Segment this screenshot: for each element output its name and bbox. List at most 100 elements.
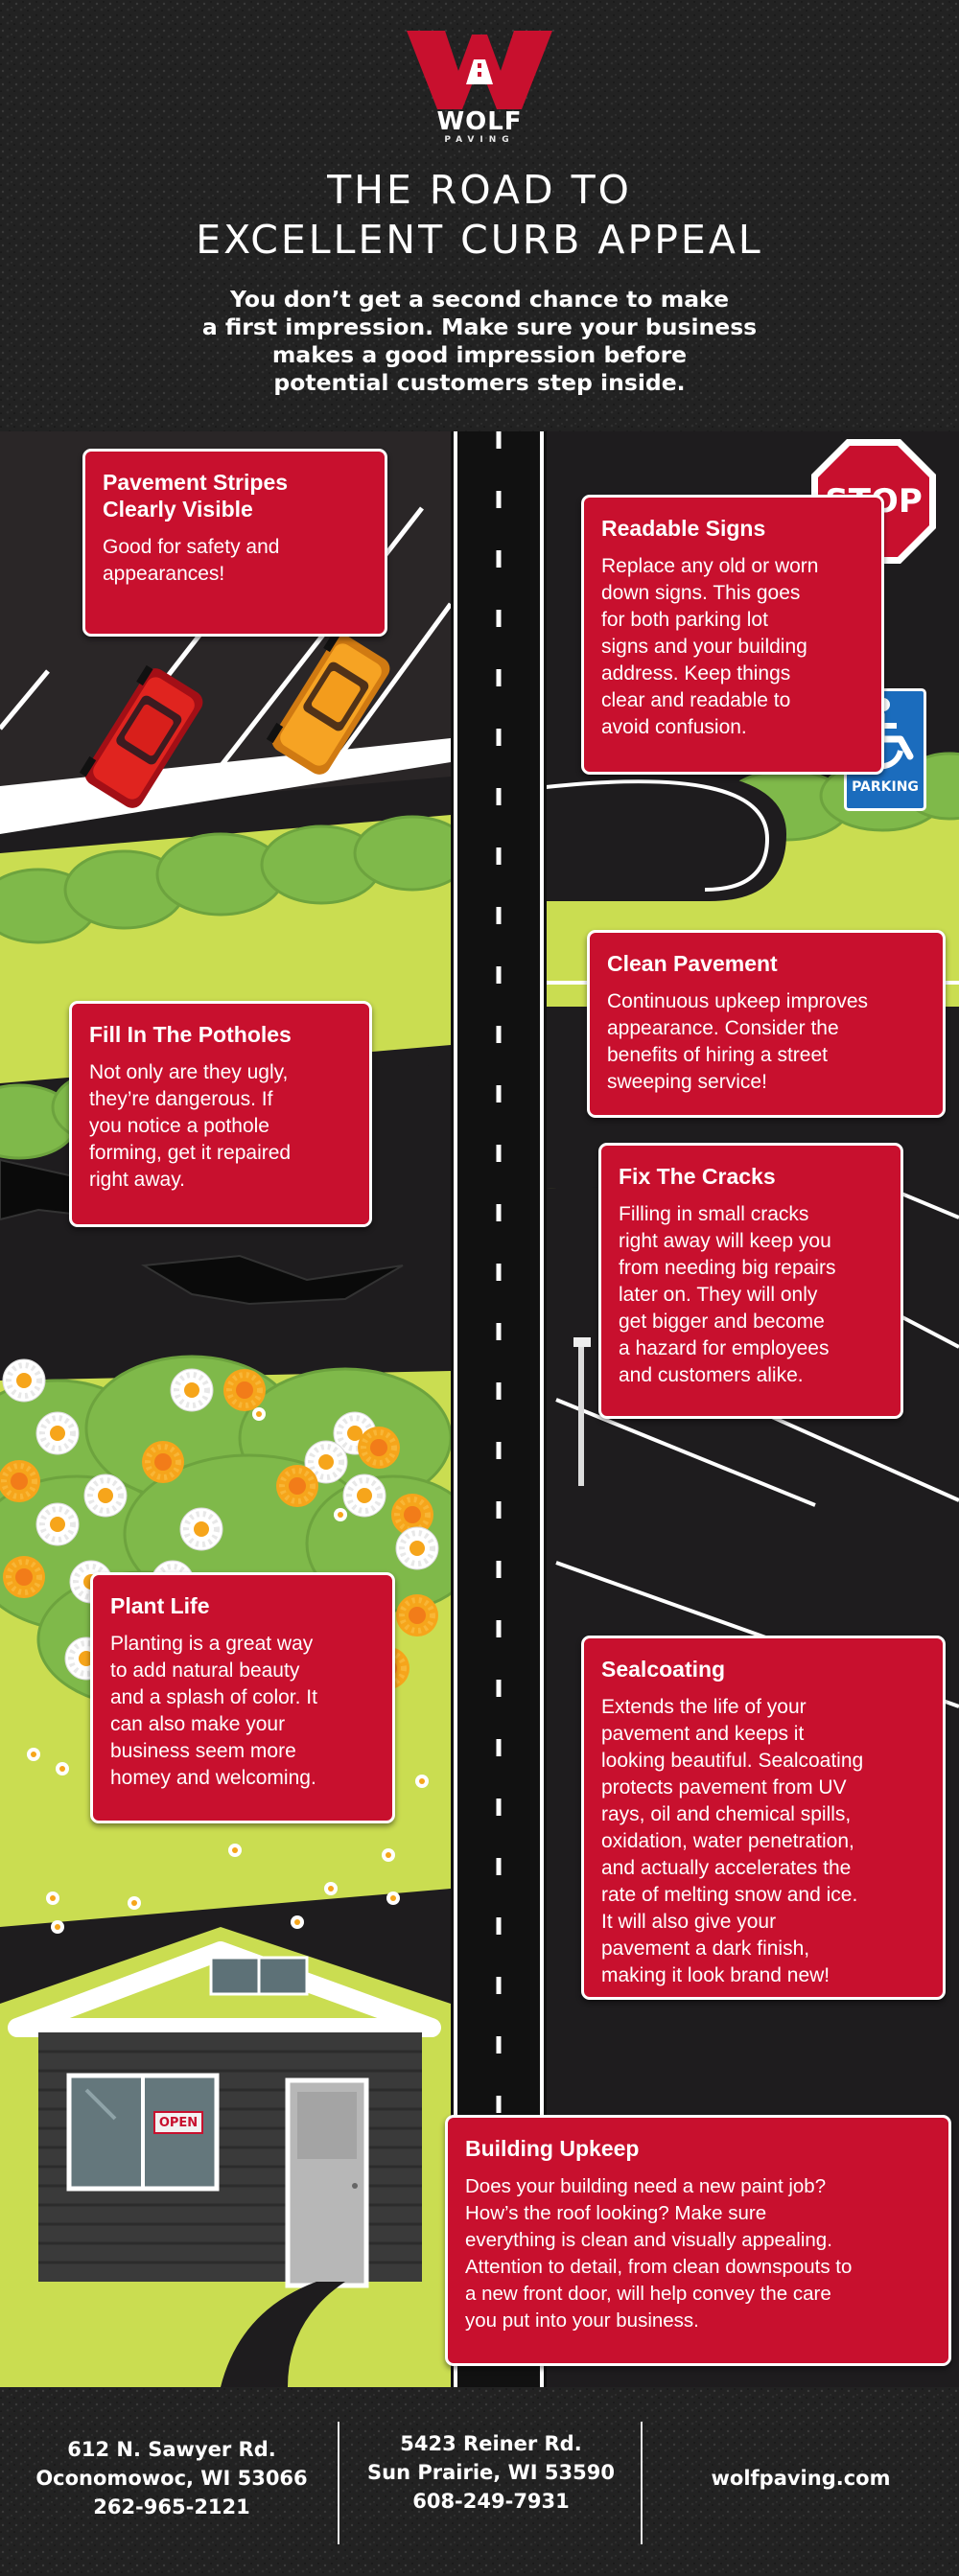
wolf-paving-logo: WOLF PAVING [0, 25, 959, 146]
card-body-line: rate of melting snow and ice. [601, 1884, 858, 1906]
house-roof [8, 1941, 441, 2037]
card-body-line: homey and welcoming. [110, 1767, 316, 1789]
card-body: Planting is a great way to add natural b… [110, 1631, 375, 1792]
office-sun-prairie: 5423 Reiner Rd. Sun Prairie, WI 53590 60… [347, 2429, 635, 2516]
brand-name: WOLF [436, 107, 523, 136]
open-sign: OPEN [153, 2111, 203, 2134]
card-body-line: It will also give your [601, 1911, 777, 1933]
card-title: Plant Life [110, 1593, 210, 1618]
intro-text: You don’t get a second chance to make a … [173, 286, 786, 397]
office-city: Oconomowoc, WI 53066 [35, 2467, 308, 2490]
page-title: THE ROAD TO EXCELLENT CURB APPEAL [0, 165, 959, 265]
title-line: EXCELLENT CURB APPEAL [196, 217, 763, 263]
card-body-line: forming, get it repaired [89, 1142, 292, 1164]
card-body-line: Not only are they ugly, [89, 1061, 289, 1083]
card-body-line: clear and readable to [601, 689, 791, 711]
card-body-line: avoid confusion. [601, 716, 747, 738]
card-body: Extends the life of your pavement and ke… [601, 1694, 925, 1989]
intro-line: You don’t get a second chance to make [229, 286, 730, 313]
card-body-line: Attention to detail, from clean downspou… [465, 2256, 853, 2278]
intro-line: a first impression. Make sure your busin… [201, 313, 758, 340]
card-title: Building Upkeep [465, 2136, 640, 2161]
card-body-line: and a splash of color. It [110, 1686, 317, 1708]
card-title: Clean Pavement [607, 951, 778, 976]
footer-divider [641, 2422, 643, 2544]
card-body-line: they’re dangerous. If [89, 1088, 273, 1110]
footer-divider [338, 2422, 339, 2544]
card-body-line: Does your building need a new paint job? [465, 2175, 827, 2197]
office-street: 5423 Reiner Rd. [400, 2432, 582, 2455]
orange-car [266, 631, 390, 775]
office-phone[interactable]: 262-965-2121 [93, 2495, 250, 2518]
card-title: Pavement Stripes Clearly Visible [103, 469, 367, 522]
card-body-line: can also make your [110, 1713, 286, 1735]
office-oconomowoc: 612 N. Sawyer Rd. Oconomowoc, WI 53066 2… [19, 2435, 324, 2521]
card-body-line: appearance. Consider the [607, 1017, 839, 1039]
card-body-line: Filling in small cracks [619, 1203, 809, 1225]
card-body-line: right away will keep you [619, 1230, 831, 1252]
card-body-line: looking beautiful. Sealcoating [601, 1750, 864, 1772]
card-body: Filling in small cracks right away will … [619, 1201, 883, 1389]
card-readable-signs: Readable Signs Replace any old or worn d… [581, 495, 884, 775]
card-body: Continuous upkeep improves appearance. C… [607, 988, 925, 1096]
card-body-line: sweeping service! [607, 1071, 767, 1093]
card-body-line: pavement and keeps it [601, 1723, 805, 1745]
card-fix-cracks: Fix The Cracks Filling in small cracks r… [598, 1143, 903, 1419]
card-body-line: to add natural beauty [110, 1659, 300, 1682]
card-body-line: a new front door, will help convey the c… [465, 2283, 831, 2305]
card-title: Fix The Cracks [619, 1164, 776, 1189]
card-body-line: protects pavement from UV [601, 1776, 847, 1799]
intro-line: makes a good impression before [271, 341, 688, 368]
card-clean-pavement: Clean Pavement Continuous upkeep improve… [587, 930, 946, 1118]
card-body-line: and actually accelerates the [601, 1857, 852, 1879]
footer-texture [0, 2387, 959, 2576]
footer: 612 N. Sawyer Rd. Oconomowoc, WI 53066 2… [0, 2387, 959, 2576]
card-title-line: Clearly Visible [103, 497, 253, 522]
card-body: Good for safety and appearances! [103, 534, 367, 588]
card-body-line: appearances! [103, 563, 225, 585]
card-body-line: Replace any old or worn [601, 555, 819, 577]
title-line: THE ROAD TO [327, 167, 632, 213]
card-body-line: pavement a dark finish, [601, 1938, 810, 1960]
card-plant-life: Plant Life Planting is a great way to ad… [90, 1572, 395, 1823]
card-body-line: rays, oil and chemical spills, [601, 1803, 852, 1825]
card-building-upkeep: Building Upkeep Does your building need … [445, 2115, 951, 2366]
footer-website[interactable]: wolfpaving.com [711, 2467, 891, 2490]
card-body: Not only are they ugly, they’re dangerou… [89, 1059, 352, 1194]
office-city: Sun Prairie, WI 53590 [367, 2461, 615, 2484]
intro-line: potential customers step inside. [273, 369, 686, 396]
card-body-line: get bigger and become [619, 1311, 825, 1333]
card-title-line: Pavement Stripes [103, 470, 289, 495]
card-body-line: address. Keep things [601, 662, 791, 685]
parking-label: PARKING [852, 779, 919, 795]
card-body: Replace any old or worn down signs. This… [601, 553, 864, 741]
card-body-line: you put into your business. [465, 2309, 699, 2332]
card-body-line: a hazard for employees [619, 1337, 830, 1359]
card-body-line: Continuous upkeep improves [607, 990, 868, 1012]
road-scene: STOP PARKING OPEN Pavement Stripes Clear… [0, 431, 959, 2387]
card-title: Readable Signs [601, 516, 766, 541]
card-body-line: from needing big repairs [619, 1257, 836, 1279]
card-body-line: everything is clean and visually appeali… [465, 2229, 832, 2251]
card-body-line: making it look brand new! [601, 1964, 830, 1986]
office-phone[interactable]: 608-249-7931 [412, 2490, 570, 2513]
card-body-line: Extends the life of your [601, 1696, 807, 1718]
main-road [451, 431, 547, 2387]
card-body-line: you notice a pothole [89, 1115, 269, 1137]
card-sealcoating: Sealcoating Extends the life of your pav… [581, 1636, 946, 2000]
card-potholes: Fill In The Potholes Not only are they u… [69, 1001, 372, 1227]
card-title: Sealcoating [601, 1657, 726, 1682]
office-street: 612 N. Sawyer Rd. [67, 2438, 276, 2461]
card-body-line: oxidation, water penetration, [601, 1830, 854, 1852]
card-body-line: and customers alike. [619, 1364, 804, 1386]
card-body-line: business seem more [110, 1740, 296, 1762]
card-body-line: benefits of hiring a street [607, 1044, 828, 1066]
card-body-line: Good for safety and [103, 536, 280, 558]
card-body-line: later on. They will only [619, 1284, 818, 1306]
header: WOLF PAVING THE ROAD TO EXCELLENT CURB A… [0, 0, 959, 431]
card-body-line: Planting is a great way [110, 1633, 314, 1655]
wolf-logo-icon [407, 31, 552, 109]
card-body-line: right away. [89, 1169, 185, 1191]
brand-tagline: PAVING [444, 135, 515, 145]
